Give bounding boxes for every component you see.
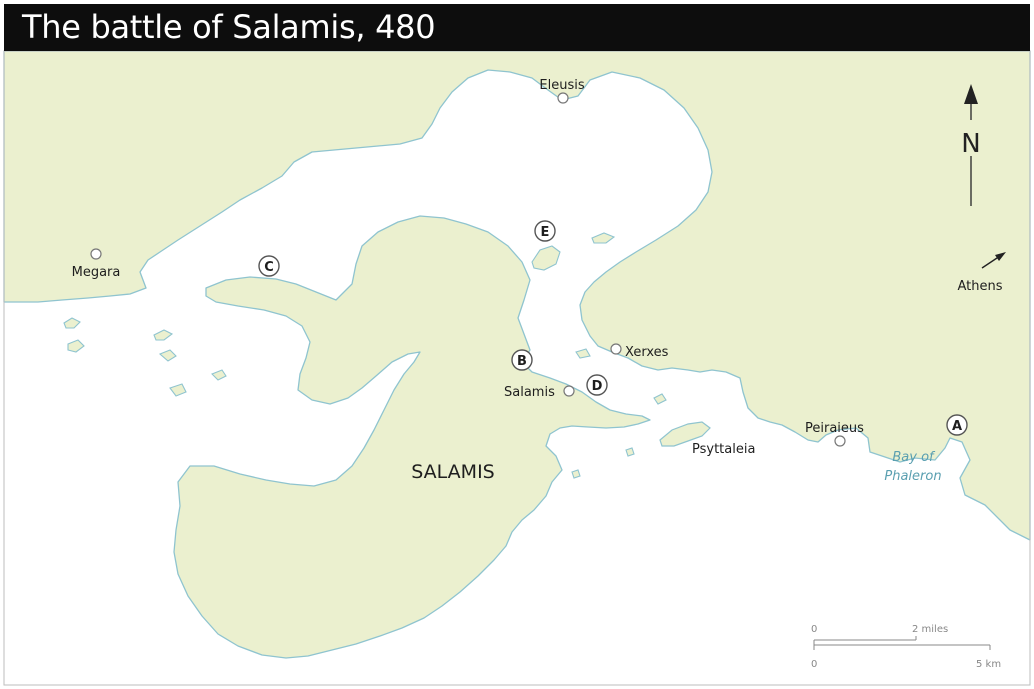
battle-markers: A B C D E <box>258 220 968 436</box>
label-xerxes: Xerxes <box>625 345 669 360</box>
scale-miles-zero: 0 <box>811 624 817 635</box>
scale-km-zero: 0 <box>811 659 817 670</box>
marker-a: A <box>952 419 962 434</box>
marker-b: B <box>517 354 527 369</box>
peiraieus-site <box>834 435 846 447</box>
map-border <box>3 50 1031 686</box>
eleusis-site <box>557 92 569 104</box>
scale-km-label: 5 km <box>976 659 1001 670</box>
north-label: N <box>961 129 980 159</box>
islets <box>63 232 667 479</box>
xerxes-site <box>610 343 622 355</box>
label-eleusis: Eleusis <box>539 78 584 93</box>
megara-site <box>90 248 102 260</box>
salamis-town-site <box>563 385 575 397</box>
marker-c: C <box>264 260 274 275</box>
label-psyttaleia: Psyttaleia <box>692 442 755 457</box>
label-salamis-island: SALAMIS <box>411 461 495 483</box>
site-markers <box>90 92 846 447</box>
label-salamis-town: Salamis <box>504 385 555 400</box>
marker-d: D <box>592 379 603 394</box>
athens-arrow-icon <box>981 252 1006 269</box>
psyttaleia-island <box>659 421 711 447</box>
label-peiraieus: Peiraieus <box>805 421 864 436</box>
label-phaleron: Phaleron <box>884 469 941 484</box>
map-title: The battle of Salamis, 480 <box>22 8 436 46</box>
scale-miles-label: 2 miles <box>912 624 948 635</box>
salamis-island <box>173 215 651 659</box>
scale-bar <box>813 636 991 650</box>
marker-e: E <box>541 225 550 240</box>
label-bay-of: Bay of <box>892 450 936 465</box>
north-arrow-icon <box>964 84 978 206</box>
title-bar: The battle of Salamis, 480 <box>4 4 1030 51</box>
mainland <box>3 50 1031 541</box>
label-megara: Megara <box>72 265 121 280</box>
label-athens: Athens <box>957 279 1002 294</box>
